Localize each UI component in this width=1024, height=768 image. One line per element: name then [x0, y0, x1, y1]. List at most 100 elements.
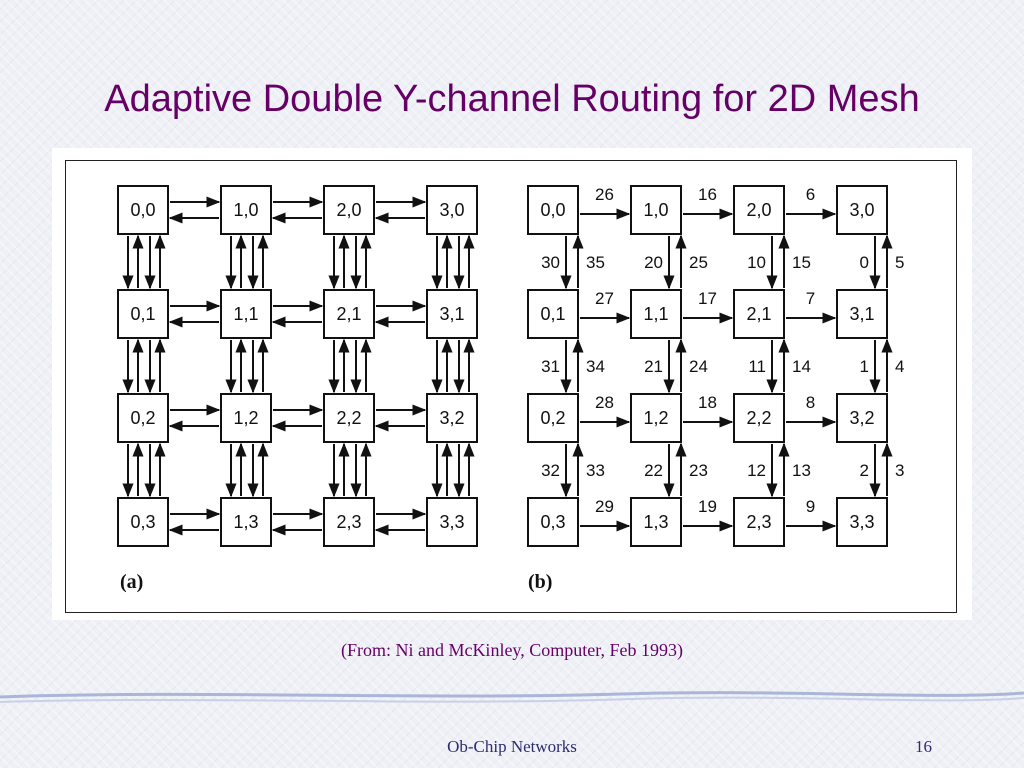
node-label: 2,3: [746, 512, 771, 532]
node-box: [733, 393, 785, 443]
node-label: 3,3: [439, 512, 464, 532]
node-label: 3,2: [849, 408, 874, 428]
node-box: [527, 289, 579, 339]
channel-label: 27: [595, 289, 614, 308]
panel-label-b: (b): [528, 571, 552, 593]
channel-label: 26: [595, 185, 614, 204]
node-label: 2,2: [336, 408, 361, 428]
channel-label: 1: [860, 357, 869, 376]
channel-label: 29: [595, 497, 614, 516]
channel-label: 5: [895, 253, 904, 272]
channel-label: 35: [586, 253, 605, 272]
channel-label: 3: [895, 461, 904, 480]
node-label: 3,3: [849, 512, 874, 532]
node-label: 2,0: [336, 200, 361, 220]
channel-label: 14: [792, 357, 811, 376]
node-box: [630, 393, 682, 443]
channel-label: 22: [644, 461, 663, 480]
node-label: 0,1: [540, 304, 565, 324]
channel-label: 18: [698, 393, 717, 412]
node-box: [426, 185, 478, 235]
channel-label: 21: [644, 357, 663, 376]
channel-label: 8: [806, 393, 815, 412]
node-label: 1,0: [643, 200, 668, 220]
channel-label: 19: [698, 497, 717, 516]
node-box: [220, 497, 272, 547]
node-label: 0,0: [130, 200, 155, 220]
node-label: 3,1: [849, 304, 874, 324]
node-box: [117, 185, 169, 235]
node-label: 0,0: [540, 200, 565, 220]
node-label: 2,1: [746, 304, 771, 324]
channel-label: 10: [747, 253, 766, 272]
page-number: 16: [915, 737, 932, 756]
panel-label-a: (a): [120, 571, 143, 593]
node-box: [836, 393, 888, 443]
node-box: [323, 185, 375, 235]
channel-label: 11: [748, 357, 766, 376]
channel-label: 9: [806, 497, 815, 516]
node-box: [117, 497, 169, 547]
footer-title: Ob-Chip Networks: [447, 737, 577, 756]
node-box: [733, 185, 785, 235]
channel-label: 7: [806, 289, 815, 308]
channel-label: 25: [689, 253, 708, 272]
node-box: [220, 393, 272, 443]
node-box: [836, 497, 888, 547]
node-label: 0,1: [130, 304, 155, 324]
node-box: [630, 497, 682, 547]
node-box: [426, 497, 478, 547]
node-label: 2,3: [336, 512, 361, 532]
node-label: 1,1: [643, 304, 668, 324]
node-box: [426, 393, 478, 443]
channel-label: 20: [644, 253, 663, 272]
channel-label: 4: [895, 357, 904, 376]
channel-label: 6: [806, 185, 815, 204]
node-box: [527, 185, 579, 235]
node-box: [323, 393, 375, 443]
node-box: [220, 185, 272, 235]
channel-label: 13: [792, 461, 811, 480]
node-label: 3,1: [439, 304, 464, 324]
node-box: [630, 289, 682, 339]
node-box: [323, 289, 375, 339]
figure-border: [65, 160, 957, 613]
node-label: 0,2: [130, 408, 155, 428]
node-box: [117, 393, 169, 443]
slide-title: Adaptive Double Y-channel Routing for 2D…: [104, 78, 920, 120]
node-label: 2,1: [336, 304, 361, 324]
channel-label: 34: [586, 357, 605, 376]
node-label: 3,0: [849, 200, 874, 220]
node-label: 1,2: [643, 408, 668, 428]
node-label: 2,0: [746, 200, 771, 220]
channel-label: 17: [698, 289, 717, 308]
node-label: 1,3: [233, 512, 258, 532]
node-label: 3,2: [439, 408, 464, 428]
node-box: [630, 185, 682, 235]
node-label: 1,2: [233, 408, 258, 428]
node-label: 3,0: [439, 200, 464, 220]
node-box: [527, 393, 579, 443]
node-box: [117, 289, 169, 339]
channel-label: 28: [595, 393, 614, 412]
channel-label: 16: [698, 185, 717, 204]
node-label: 1,1: [233, 304, 258, 324]
node-label: 2,2: [746, 408, 771, 428]
node-label: 0,3: [130, 512, 155, 532]
node-label: 0,2: [540, 408, 565, 428]
figure-frame: [52, 148, 972, 620]
figure-caption: (From: Ni and McKinley, Computer, Feb 19…: [340, 640, 684, 660]
channel-label: 0: [860, 253, 869, 272]
node-box: [220, 289, 272, 339]
node-box: [733, 497, 785, 547]
channel-label: 33: [586, 461, 605, 480]
node-label: 1,0: [233, 200, 258, 220]
node-box: [527, 497, 579, 547]
node-box: [836, 185, 888, 235]
channel-label: 12: [747, 461, 766, 480]
node-box: [323, 497, 375, 547]
channel-label: 23: [689, 461, 708, 480]
channel-label: 2: [860, 461, 869, 480]
